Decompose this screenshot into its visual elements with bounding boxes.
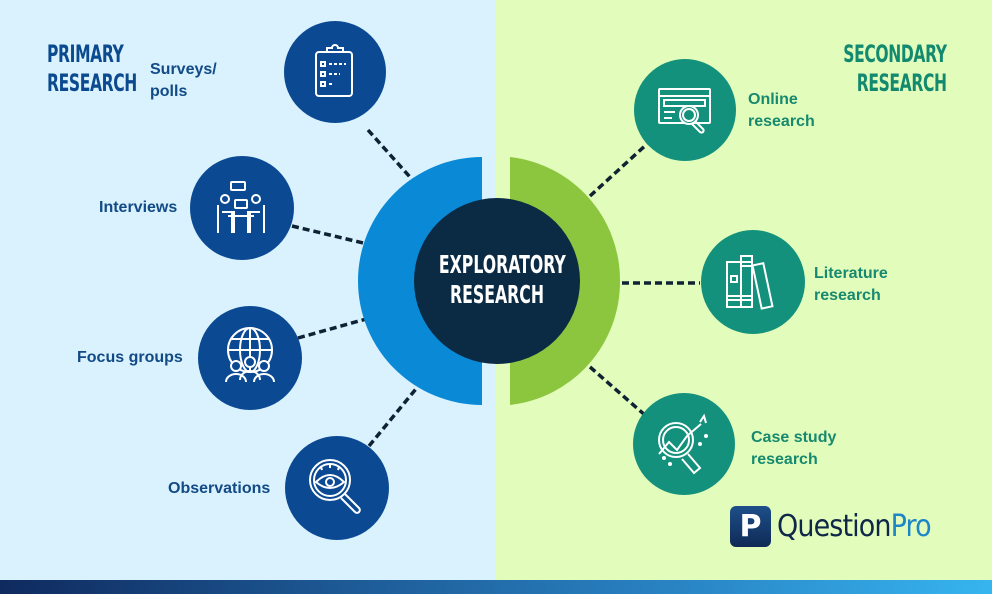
diagram-graphics: [190, 21, 805, 540]
logo-text-pro: Pro: [890, 509, 932, 544]
online-research-label: Online research: [748, 89, 815, 133]
literature-label-line1: Literature: [814, 265, 888, 282]
focus-groups-node[interactable]: [198, 306, 302, 410]
center-label-line1: EXPLORATORY: [438, 250, 566, 279]
focus-groups-label: Focus groups: [77, 349, 183, 366]
case-study-research-node[interactable]: [633, 393, 735, 495]
surveys-node[interactable]: [284, 21, 386, 123]
case-study-label-line2: research: [751, 451, 818, 468]
primary-heading-line2: RESEARCH: [47, 69, 137, 97]
center-label: EXPLORATORY RESEARCH: [438, 250, 566, 310]
connector-surveys: [366, 128, 420, 188]
literature-research-label: Literature research: [814, 263, 888, 307]
surveys-label: Surveys/ polls: [150, 59, 217, 103]
case-study-label-line1: Case study: [751, 429, 837, 446]
primary-research-heading: PRIMARY RESEARCH: [47, 40, 137, 98]
secondary-heading-line1: SECONDARY: [843, 40, 948, 68]
case-study-research-label: Case study research: [751, 427, 836, 471]
online-research-node[interactable]: [634, 59, 736, 161]
secondary-heading-line2: RESEARCH: [857, 69, 947, 97]
connector-online: [588, 142, 649, 198]
connector-lines: [291, 128, 700, 448]
online-label-line2: research: [748, 113, 815, 130]
questionpro-logo: P QuestionPro: [730, 506, 948, 547]
online-label-line1: Online: [748, 91, 798, 108]
observations-label: Observations: [168, 480, 271, 497]
center-label-line2: RESEARCH: [449, 280, 545, 309]
literature-label-line2: research: [814, 287, 881, 304]
books-icon: [726, 255, 774, 310]
interviews-node[interactable]: [190, 156, 294, 260]
connector-case-study: [588, 365, 648, 418]
browser-search-icon: [658, 88, 711, 134]
analytics-magnifier-icon: [658, 413, 708, 475]
interviews-label: Interviews: [99, 199, 178, 216]
globe-group-icon: [225, 327, 275, 383]
surveys-label-line2: polls: [150, 83, 188, 100]
eye-magnifier-icon: [309, 459, 361, 514]
questionpro-logo-icon: P: [730, 506, 771, 547]
bottom-gradient-bar: [0, 580, 992, 594]
literature-research-node[interactable]: [701, 230, 805, 334]
surveys-label-line1: Surveys/: [150, 61, 217, 78]
center-circle: [414, 198, 580, 364]
connector-interviews: [291, 224, 377, 248]
connector-focus-groups: [297, 314, 378, 340]
clipboard-checklist-icon: [315, 44, 353, 97]
logo-text-question: Question: [777, 509, 891, 544]
primary-heading-line1: PRIMARY: [47, 40, 124, 68]
secondary-research-heading: SECONDARY RESEARCH: [843, 40, 948, 98]
observations-node[interactable]: [285, 436, 389, 540]
interview-meeting-icon: [217, 181, 265, 233]
questionpro-wordmark: QuestionPro: [777, 509, 932, 544]
connector-observations: [367, 382, 422, 448]
